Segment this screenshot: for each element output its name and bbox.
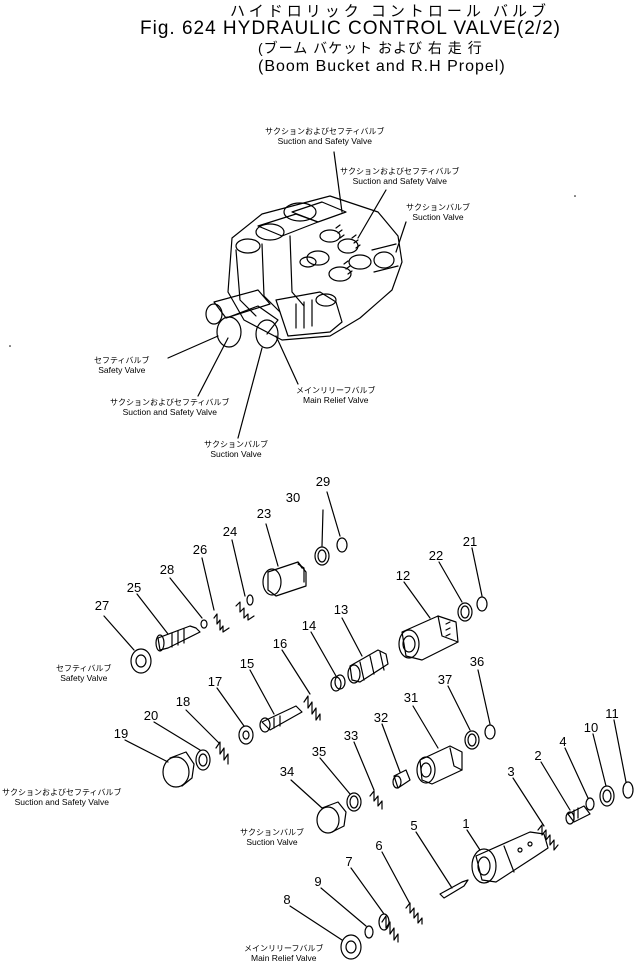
part-number-23: 23: [256, 506, 272, 521]
callout-suction-safety-valve-2: サクションおよびセフティバルブ Suction and Safety Valve: [340, 167, 460, 186]
part-number-5: 5: [410, 818, 418, 833]
part-number-33: 33: [343, 728, 359, 743]
part-number-30: 30: [285, 490, 301, 505]
part-35-ring: [346, 792, 362, 812]
group-label-main-relief-valve: メインリリーフバルブ Main Relief Valve: [244, 944, 324, 963]
part-26-spring: [213, 613, 230, 633]
part-number-2: 2: [534, 748, 542, 763]
figure-title: Fig. 624 HYDRAULIC CONTROL VALVE(2/2): [140, 18, 561, 39]
part-20-ring: [195, 749, 211, 771]
part-number-37: 37: [437, 672, 453, 687]
part-number-16: 16: [272, 636, 288, 651]
part-number-20: 20: [143, 708, 159, 723]
part-36-ring: [484, 724, 496, 740]
part-21-ring: [476, 596, 488, 612]
part-number-11: 11: [605, 706, 619, 721]
part-number-36: 36: [469, 654, 485, 669]
callout-suction-safety-valve-1: サクションおよびセフティバルブ Suction and Safety Valve: [265, 127, 385, 146]
part-number-32: 32: [373, 710, 389, 725]
part-27-nut: [130, 648, 152, 674]
part-number-35: 35: [311, 744, 327, 759]
part-7-poppet: [378, 913, 399, 943]
part-number-26: 26: [192, 542, 208, 557]
part-15-spool: [259, 705, 303, 733]
part-6-spring: [405, 902, 423, 925]
part-11-ring: [622, 781, 634, 799]
part-number-21: 21: [462, 534, 478, 549]
part-31-plug: [416, 745, 463, 785]
part-25-poppet: [155, 625, 201, 652]
leader-suction-safety-2: [357, 189, 387, 239]
part-16-spring: [303, 695, 321, 721]
part-number-19: 19: [113, 726, 129, 741]
part-number-15: 15: [239, 656, 255, 671]
part-10-ring: [599, 785, 615, 807]
part-2-piston: [565, 805, 591, 825]
part-12-plug: [398, 615, 459, 661]
callout-safety-valve-left: セフティバルブ Safety Valve: [94, 356, 150, 375]
part-number-14: 14: [301, 618, 317, 633]
part-number-12: 12: [395, 568, 411, 583]
part-number-29: 29: [315, 474, 331, 489]
callout-suction-safety-valve-left: サクションおよびセフティバルブ Suction and Safety Valve: [110, 398, 230, 417]
part-28-ring: [200, 619, 208, 629]
part-24-spring: [235, 601, 255, 621]
part-number-31: 31: [403, 690, 419, 705]
part-number-27: 27: [94, 598, 110, 613]
part-8-nut: [340, 934, 362, 960]
title-japanese: ハイドロリック コントロール バルブ: [230, 3, 551, 20]
part-number-13: 13: [333, 602, 349, 617]
subtitle-japanese: (ブーム バケット および 右 走 行: [258, 40, 483, 56]
part-number-6: 6: [375, 838, 383, 853]
part-5-needle: [439, 879, 469, 899]
part-number-34: 34: [279, 764, 295, 779]
group-label-suction-safety-valve: サクションおよびセフティバルブ Suction and Safety Valve: [2, 788, 122, 807]
leader-suction-safety-1: [333, 151, 343, 213]
part-17-washer: [238, 725, 254, 745]
part-29-ring: [336, 537, 348, 553]
part-4-seat: [585, 797, 595, 811]
part-9-ring: [364, 925, 374, 939]
part-18-spring: [215, 741, 229, 765]
part-30-ring: [314, 546, 330, 566]
part-number-24: 24: [222, 524, 238, 539]
leader-suction-safety-left: [197, 337, 229, 397]
callout-suction-valve-bottom: サクションバルブ Suction Valve: [204, 440, 268, 459]
part-37-ring: [464, 730, 480, 750]
group-label-suction-valve: サクションバルブ Suction Valve: [240, 828, 304, 847]
part-33-spring: [369, 790, 383, 810]
group-label-safety-valve: セフティバルブ Safety Valve: [56, 664, 112, 683]
part-number-28: 28: [159, 562, 175, 577]
part-32-piston: [392, 769, 411, 789]
part-number-25: 25: [126, 580, 142, 595]
part-14-washer: [330, 674, 346, 692]
part-number-9: 9: [314, 874, 322, 889]
part-number-18: 18: [175, 694, 191, 709]
part-34-plug: [316, 801, 347, 834]
subtitle-english: (Boom Bucket and R.H Propel): [258, 58, 506, 75]
part-number-4: 4: [559, 734, 567, 749]
leader-suction-valve-right: [395, 221, 407, 253]
leader-suction-valve-bottom: [237, 347, 263, 439]
part-number-3: 3: [507, 764, 515, 779]
part-13-sleeve: [347, 649, 389, 684]
part-19-plug: [162, 751, 195, 788]
part-1-relief-body: [471, 831, 549, 884]
part-number-7: 7: [345, 854, 353, 869]
part-number-10: 10: [583, 720, 599, 735]
callout-main-relief-valve-top: メインリリーフバルブ Main Relief Valve: [296, 386, 376, 405]
part-number-8: 8: [283, 892, 291, 907]
callout-suction-valve-right: サクションバルブ Suction Valve: [406, 203, 470, 222]
leader-main-relief-top: [275, 335, 299, 385]
part-number-22: 22: [428, 548, 444, 563]
part-22-ring: [457, 602, 473, 622]
part-23-plug: [262, 562, 306, 597]
valve-block-assembly: [205, 195, 403, 349]
leader-safety-valve-left: [167, 335, 219, 359]
part-number-1: 1: [462, 816, 470, 831]
part-number-17: 17: [207, 674, 223, 689]
part-3-spring: [537, 824, 559, 851]
